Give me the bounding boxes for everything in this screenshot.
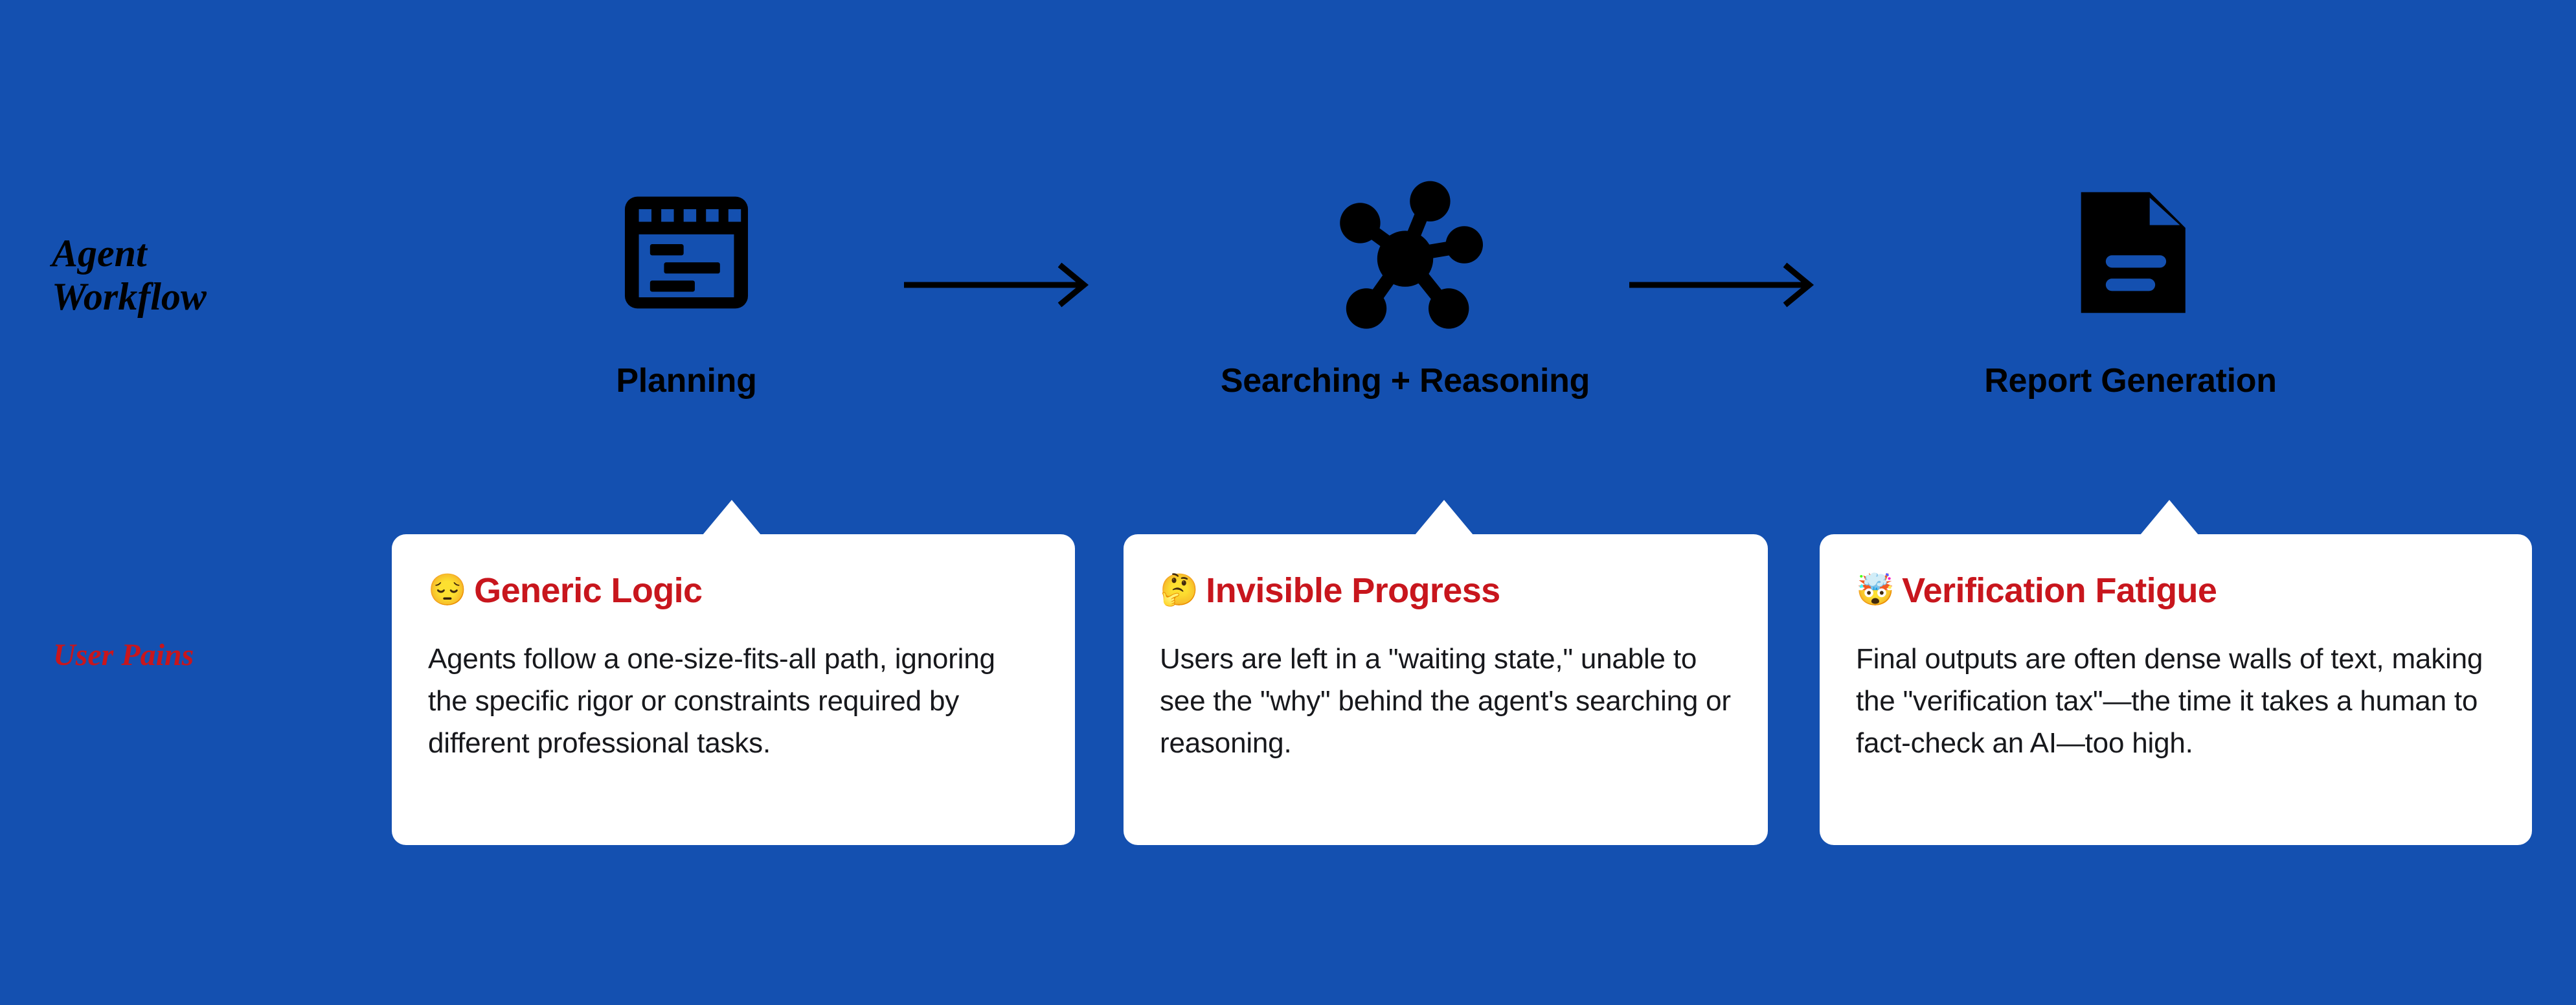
- arrow-planning-to-searching: [900, 259, 1094, 311]
- pain-card[interactable]: 😔 Generic Logic Agents follow a one-size…: [392, 500, 1075, 845]
- browser-window-planning-icon: [616, 162, 756, 343]
- workflow-stage-planning: Planning: [505, 162, 868, 447]
- thinking-face-emoji: 🤔: [1160, 573, 1199, 607]
- row-label-user-pains: User Pains: [53, 638, 194, 672]
- workflow-stage-label: Planning: [616, 362, 757, 400]
- arrow-searching-to-report: [1625, 259, 1820, 311]
- agent-workflow-row: Planning: [505, 162, 2513, 447]
- pain-card-body: Final outputs are often dense walls of t…: [1856, 643, 2483, 760]
- card-pointer-triangle: [1415, 500, 1473, 535]
- pain-card-title-row: 🤯 Verification Fatigue: [1856, 570, 2496, 611]
- exploding-head-emoji: 🤯: [1856, 573, 1895, 607]
- pain-card-title: Verification Fatigue: [1902, 571, 2217, 610]
- card-pointer-triangle: [2140, 500, 2198, 535]
- card-pointer-triangle: [703, 500, 761, 535]
- workflow-stage-label: Report Generation: [1984, 362, 2277, 400]
- pain-card-title: Invisible Progress: [1206, 571, 1500, 610]
- pain-card[interactable]: 🤯 Verification Fatigue Final outputs are…: [1820, 500, 2532, 845]
- pain-card[interactable]: 🤔 Invisible Progress Users are left in a…: [1124, 500, 1768, 845]
- pain-card-title: Generic Logic: [474, 571, 703, 610]
- workflow-stage-searching-reasoning: Searching + Reasoning: [1220, 162, 1590, 447]
- pain-card-title-row: 🤔 Invisible Progress: [1160, 570, 1732, 611]
- row-label-agent-workflow: Agent Workflow: [52, 232, 207, 319]
- workflow-stage-label: Searching + Reasoning: [1220, 362, 1590, 400]
- pain-card-body: Users are left in a "waiting state," una…: [1160, 643, 1731, 760]
- pensive-face-emoji: 😔: [428, 573, 467, 607]
- network-hub-nodes-icon: [1328, 162, 1483, 343]
- pain-card-title-row: 😔 Generic Logic: [428, 570, 1039, 611]
- document-page-icon: [2062, 162, 2199, 343]
- workflow-stage-report-generation: Report Generation: [1949, 162, 2312, 447]
- pain-card-body: Agents follow a one-size-fits-all path, …: [428, 643, 995, 760]
